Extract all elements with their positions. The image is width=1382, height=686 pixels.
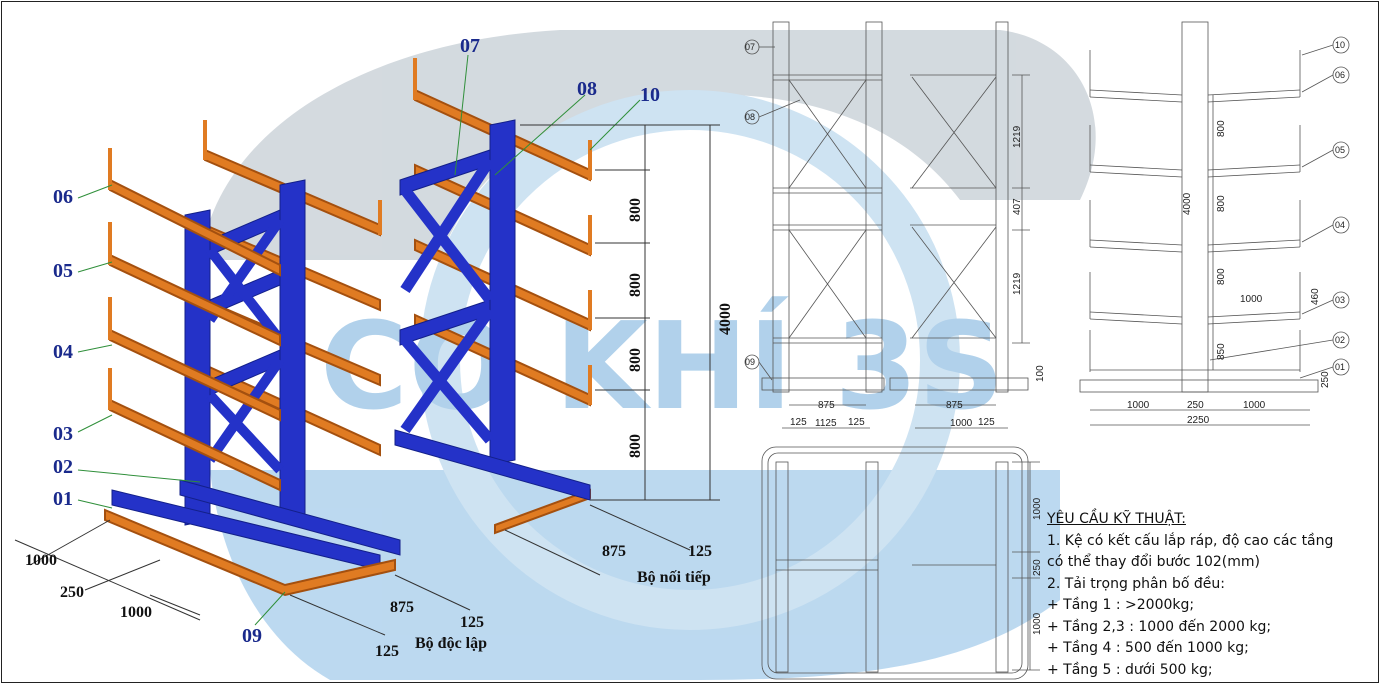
notes-title: YÊU CẦU KỸ THUẬT: [1047, 511, 1186, 527]
dim-800-1: 800 [627, 198, 644, 222]
dim-875-f2: 875 [946, 400, 963, 411]
callout-01: 01 [1335, 362, 1345, 372]
dim-800-s3: 800 [1216, 268, 1227, 285]
dim-800-3: 800 [627, 348, 644, 372]
dim-1000-l: 1000 [1127, 400, 1150, 411]
notes-line: có thể thay đổi bước 102(mm) [1047, 554, 1261, 570]
dim-460: 460 [1310, 288, 1321, 305]
callout-10: 10 [1335, 40, 1345, 50]
side-view: 10 06 05 04 03 02 01 4000 800 800 800 10… [1079, 21, 1350, 426]
dim-1000-b: 1000 [120, 604, 152, 621]
notes-line: + Tầng 1 : >2000kg; [1047, 597, 1195, 613]
dim-250-side: 250 [1320, 371, 1331, 388]
dim-125-ext: 125 [688, 543, 712, 560]
callout-03: 03 [1335, 295, 1345, 305]
dim-800-s2: 800 [1216, 195, 1227, 212]
notes-line: 2. Tải trọng phân bố đều: [1047, 575, 1225, 592]
dim-100: 100 [1035, 365, 1046, 382]
dim-plan-1000-b: 1000 [1032, 612, 1043, 635]
dim-1000-r: 1000 [1243, 400, 1266, 411]
label-08: 08 [577, 78, 597, 100]
label-10: 10 [640, 84, 660, 106]
callout-06: 06 [1335, 70, 1345, 80]
callout-08: 08 [745, 112, 755, 122]
label-07: 07 [460, 35, 480, 57]
dim-1000-a: 1000 [25, 552, 57, 569]
callout-09: 09 [745, 357, 755, 367]
dim-1219-a: 1219 [1012, 125, 1023, 148]
dim-125-b: 125 [375, 643, 399, 660]
iso-extension-rack: 07 08 10 800 800 800 800 4000 875 1 [394, 35, 734, 586]
dim-800-4: 800 [627, 434, 644, 458]
iso-independent-rack: 06 05 04 03 02 01 09 1000 250 1000 875 1… [14, 120, 487, 660]
label-01: 01 [53, 488, 73, 510]
dim-800-s1: 800 [1216, 120, 1227, 137]
label-02: 02 [53, 456, 73, 478]
dim-125-a: 125 [460, 614, 484, 631]
caption-extension: Bộ nối tiếp [637, 569, 711, 586]
callout-04: 04 [1335, 220, 1345, 230]
dim-1125: 1125 [815, 418, 837, 429]
dim-4000: 4000 [717, 303, 734, 335]
callout-05: 05 [1335, 145, 1345, 155]
dim-850: 850 [1216, 343, 1227, 360]
notes-line: + Tầng 2,3 : 1000 đến 2000 kg; [1047, 618, 1272, 635]
dim-125-f2: 125 [848, 417, 865, 428]
callout-07: 07 [745, 42, 755, 52]
label-03: 03 [53, 423, 73, 445]
front-view: 07 08 09 125 1125 125 875 875 1000 125 1… [744, 21, 1046, 429]
dim-800-2: 800 [627, 273, 644, 297]
dim-2250: 2250 [1187, 415, 1210, 426]
dim-125-f3: 125 [978, 417, 995, 428]
technical-notes: YÊU CẦU KỸ THUẬT: 1. Kệ có kết cấu lắp r… [1047, 509, 1377, 681]
plan-view: 1000 250 1000 [761, 446, 1043, 680]
dim-875-ext: 875 [602, 543, 626, 560]
label-05: 05 [53, 260, 73, 282]
notes-line: 1. Kệ có kết cấu lắp ráp, độ cao các tần… [1047, 532, 1334, 549]
label-09: 09 [242, 625, 262, 647]
dim-407: 407 [1012, 198, 1023, 215]
label-04: 04 [53, 341, 73, 363]
dim-875-f1: 875 [818, 400, 835, 411]
dim-875: 875 [390, 599, 414, 616]
label-06: 06 [53, 186, 73, 208]
dim-250: 250 [60, 584, 84, 601]
caption-independent: Bộ độc lập [415, 635, 487, 652]
dim-arm-1000: 1000 [1240, 294, 1263, 305]
dim-plan-250: 250 [1032, 559, 1043, 576]
notes-line: + Tầng 5 : dưới 500 kg; [1047, 661, 1213, 678]
dim-plan-1000-a: 1000 [1032, 497, 1043, 520]
callout-02: 02 [1335, 335, 1345, 345]
dim-125-f1: 125 [790, 417, 807, 428]
dim-1219-b: 1219 [1012, 272, 1023, 295]
dim-250-m: 250 [1187, 400, 1204, 411]
dim-4000-side: 4000 [1182, 192, 1193, 215]
dim-1000-f: 1000 [950, 418, 973, 429]
notes-line: + Tầng 4 : 500 đến 1000 kg; [1047, 640, 1249, 656]
